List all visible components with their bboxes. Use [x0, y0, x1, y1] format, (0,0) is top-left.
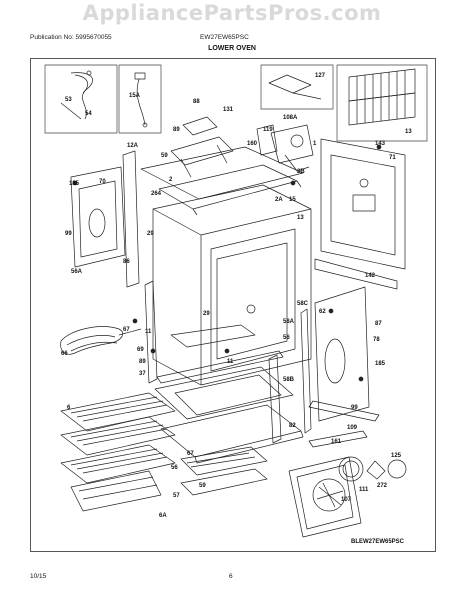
broiler-pan — [180, 446, 268, 496]
callout-70: 70 — [99, 179, 106, 185]
callout-86: 86 — [123, 259, 130, 265]
callout-29-lower: 29 — [203, 311, 210, 317]
callout-108a: 108A — [283, 115, 298, 121]
callout-6a: 6A — [159, 513, 167, 519]
callout-89-top: 89 — [173, 127, 180, 133]
exploded-parts-diagram: 53 54 15A 88 131 127 13 89 119 108A 12A … — [30, 58, 436, 552]
oven-top-cover — [140, 146, 304, 216]
footer-page-number: 6 — [229, 573, 233, 580]
callout-67-lower: 67 — [187, 451, 194, 457]
page-title: LOWER OVEN — [208, 45, 256, 52]
part-callouts: 53 54 15A 88 131 127 13 89 119 108A 12A … — [61, 73, 412, 519]
publication-number: Publication No: 5995670055 — [30, 34, 112, 41]
callout-131: 131 — [223, 107, 234, 113]
oven-bottom-panel — [154, 366, 304, 464]
callout-272: 272 — [377, 483, 388, 489]
callout-56-right: 56 — [283, 335, 290, 341]
element-inset — [118, 64, 162, 134]
footer-date: 10/15 — [30, 573, 47, 580]
fasteners — [72, 144, 382, 382]
broil-element — [60, 326, 142, 355]
callout-89: 89 — [139, 359, 146, 365]
callout-2: 2 — [169, 177, 173, 183]
callout-119: 119 — [263, 127, 273, 133]
callout-15: 15 — [289, 197, 296, 203]
callout-66: 66 — [61, 351, 68, 357]
callout-160: 160 — [247, 141, 258, 147]
callout-87: 87 — [375, 321, 382, 327]
callout-13-racks: 13 — [405, 129, 412, 135]
callout-58c: 58C — [297, 301, 309, 307]
callout-29-upper: 29 — [147, 231, 154, 237]
callout-143: 143 — [375, 141, 386, 147]
callout-13: 13 — [297, 215, 304, 221]
callout-185-left: 185 — [69, 181, 80, 187]
callout-125: 125 — [391, 453, 402, 459]
callout-58b: 58B — [283, 377, 295, 383]
callout-109: 109 — [347, 425, 358, 431]
part-127-inset — [260, 64, 334, 110]
side-rail — [308, 430, 368, 448]
oven-cavity — [152, 184, 312, 386]
callout-111: 111 — [359, 487, 369, 493]
callout-11-upper: 11 — [145, 329, 152, 335]
door-frame-parts — [144, 280, 312, 444]
callout-82: 82 — [289, 423, 296, 429]
callout-58a: 58A — [283, 319, 295, 325]
callout-11-lower: 11 — [227, 359, 234, 365]
callout-127: 127 — [315, 73, 326, 79]
callout-69: 69 — [137, 347, 144, 353]
callout-2b: 2B — [297, 169, 305, 175]
callout-15a: 15A — [129, 93, 141, 99]
diagram-code: BLEW27EW65PSC — [351, 539, 405, 545]
left-side-panel — [70, 150, 140, 288]
callout-57: 57 — [173, 493, 180, 499]
callout-56-lower: 56 — [171, 465, 178, 471]
callout-185-right: 185 — [375, 361, 386, 367]
callout-88: 88 — [193, 99, 200, 105]
convection-fan-assembly — [288, 456, 407, 538]
callout-12a: 12A — [127, 143, 139, 149]
callout-56a: 56A — [71, 269, 83, 275]
rack-stack — [60, 392, 176, 512]
callout-67-upper: 67 — [123, 327, 130, 333]
callout-99-right: 99 — [351, 405, 358, 411]
callout-59-lower: 59 — [199, 483, 206, 489]
callout-1: 1 — [313, 141, 317, 147]
watermark: AppliancePartsPros.com — [82, 1, 382, 25]
callout-59-top: 59 — [161, 153, 168, 159]
callout-6: 6 — [67, 405, 71, 411]
callout-53: 53 — [65, 97, 72, 103]
right-side-panel — [314, 258, 398, 422]
model-number: EW27EW65PSC — [200, 34, 249, 41]
bottom-trim — [156, 350, 380, 422]
callout-142: 142 — [365, 273, 376, 279]
callout-161: 161 — [331, 439, 342, 445]
callout-71: 71 — [389, 155, 396, 161]
rear-panel — [320, 138, 406, 270]
callout-264: 264 — [151, 191, 162, 197]
callout-107: 107 — [341, 497, 352, 503]
callout-62: 62 — [319, 309, 326, 315]
diagram-drawing: 53 54 15A 88 131 127 13 89 119 108A 12A … — [44, 64, 428, 545]
callout-78: 78 — [373, 337, 380, 343]
callout-99-left: 99 — [65, 231, 72, 237]
wire-harness-inset — [44, 64, 118, 134]
callout-54: 54 — [85, 111, 92, 117]
callout-2a: 2A — [275, 197, 283, 203]
oven-racks-inset — [336, 64, 428, 142]
callout-37: 37 — [139, 371, 146, 377]
